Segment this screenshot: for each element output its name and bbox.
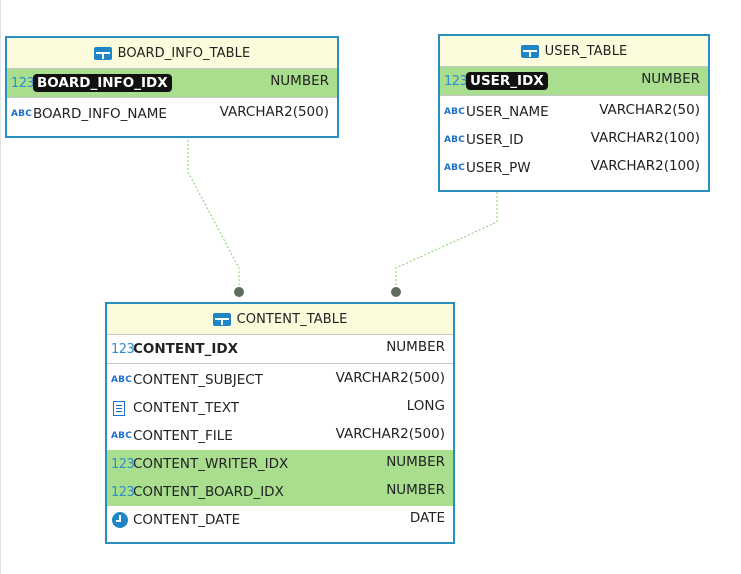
number-icon: 123 (11, 75, 35, 91)
entity-board-info-table[interactable]: BOARD_INFO_TABLE 123 BOARD_INFO_IDX NUMB… (5, 36, 339, 138)
column-name: CONTENT_SUBJECT (133, 372, 263, 388)
column-type: NUMBER (270, 73, 329, 89)
abc-icon: ABC (444, 163, 466, 173)
column-row[interactable]: CONTENT_DATE DATE (107, 506, 453, 534)
canvas-edge (0, 0, 1, 574)
column-row[interactable]: ABC USER_PW VARCHAR2(100) (440, 154, 708, 182)
column-name: CONTENT_BOARD_IDX (133, 484, 284, 500)
abc-icon: ABC (444, 135, 466, 145)
column-type: NUMBER (386, 482, 445, 498)
column-name: USER_ID (466, 132, 524, 148)
column-row[interactable]: ABC CONTENT_SUBJECT VARCHAR2(500) (107, 366, 453, 394)
table-icon (520, 44, 539, 58)
column-type: LONG (406, 398, 445, 414)
column-name: USER_IDX (466, 72, 708, 90)
foreign-key-row[interactable]: 123 CONTENT_WRITER_IDX NUMBER (107, 450, 453, 478)
entity-content-table[interactable]: CONTENT_TABLE 123 CONTENT_IDX NUMBER ABC… (105, 302, 455, 544)
column-type: VARCHAR2(500) (335, 370, 445, 386)
abc-icon: ABC (111, 431, 133, 441)
column-type: VARCHAR2(100) (590, 158, 700, 174)
foreign-key-row[interactable]: 123 CONTENT_BOARD_IDX NUMBER (107, 478, 453, 506)
fk-endpoint-board-info (234, 287, 244, 297)
column-row[interactable]: ABC CONTENT_FILE VARCHAR2(500) (107, 422, 453, 450)
number-icon: 123 (444, 73, 468, 89)
entity-header[interactable]: BOARD_INFO_TABLE (7, 38, 337, 68)
column-type: NUMBER (641, 71, 700, 87)
number-icon: 123 (111, 484, 135, 500)
number-icon: 123 (111, 456, 135, 472)
column-name: CONTENT_IDX (133, 341, 239, 357)
column-name: BOARD_INFO_NAME (33, 106, 167, 122)
entity-title: USER_TABLE (544, 43, 628, 59)
abc-icon: ABC (444, 107, 466, 117)
number-icon: 123 (111, 341, 135, 357)
entity-header[interactable]: CONTENT_TABLE (107, 304, 453, 334)
entity-title: CONTENT_TABLE (236, 311, 348, 327)
column-type: NUMBER (386, 454, 445, 470)
column-row[interactable]: ABC USER_NAME VARCHAR2(50) (440, 98, 708, 126)
entity-user-table[interactable]: USER_TABLE 123 USER_IDX NUMBER ABC USER_… (438, 34, 710, 192)
document-icon (111, 400, 133, 416)
primary-key-row[interactable]: 123 USER_IDX NUMBER (440, 66, 708, 96)
table-icon (93, 46, 112, 60)
column-name: CONTENT_TEXT (133, 400, 240, 416)
fk-endpoint-user (391, 287, 401, 297)
column-type: DATE (409, 510, 445, 526)
column-name: CONTENT_DATE (133, 512, 241, 528)
column-row[interactable]: CONTENT_TEXT LONG (107, 394, 453, 422)
column-name: CONTENT_WRITER_IDX (133, 456, 289, 472)
column-row[interactable]: ABC BOARD_INFO_NAME VARCHAR2(500) (7, 100, 337, 128)
column-type: VARCHAR2(100) (590, 130, 700, 146)
column-row[interactable]: ABC USER_ID VARCHAR2(100) (440, 126, 708, 154)
fk-link-user[interactable] (395, 192, 498, 292)
column-name: BOARD_INFO_IDX (33, 74, 337, 92)
primary-key-row[interactable]: 123 BOARD_INFO_IDX NUMBER (7, 68, 337, 98)
column-type: NUMBER (386, 339, 445, 355)
column-name: USER_PW (466, 160, 531, 176)
primary-key-row[interactable]: 123 CONTENT_IDX NUMBER (107, 334, 453, 364)
entity-title: BOARD_INFO_TABLE (117, 45, 251, 61)
entity-header[interactable]: USER_TABLE (440, 36, 708, 66)
clock-icon (111, 512, 133, 528)
column-type: VARCHAR2(50) (599, 102, 700, 118)
column-name: USER_NAME (466, 104, 549, 120)
column-type: VARCHAR2(500) (335, 426, 445, 442)
fk-link-board-info[interactable] (187, 140, 240, 292)
abc-icon: ABC (11, 109, 33, 119)
column-type: VARCHAR2(500) (219, 104, 329, 120)
table-icon (212, 312, 231, 326)
column-name: CONTENT_FILE (133, 428, 233, 444)
abc-icon: ABC (111, 375, 133, 385)
